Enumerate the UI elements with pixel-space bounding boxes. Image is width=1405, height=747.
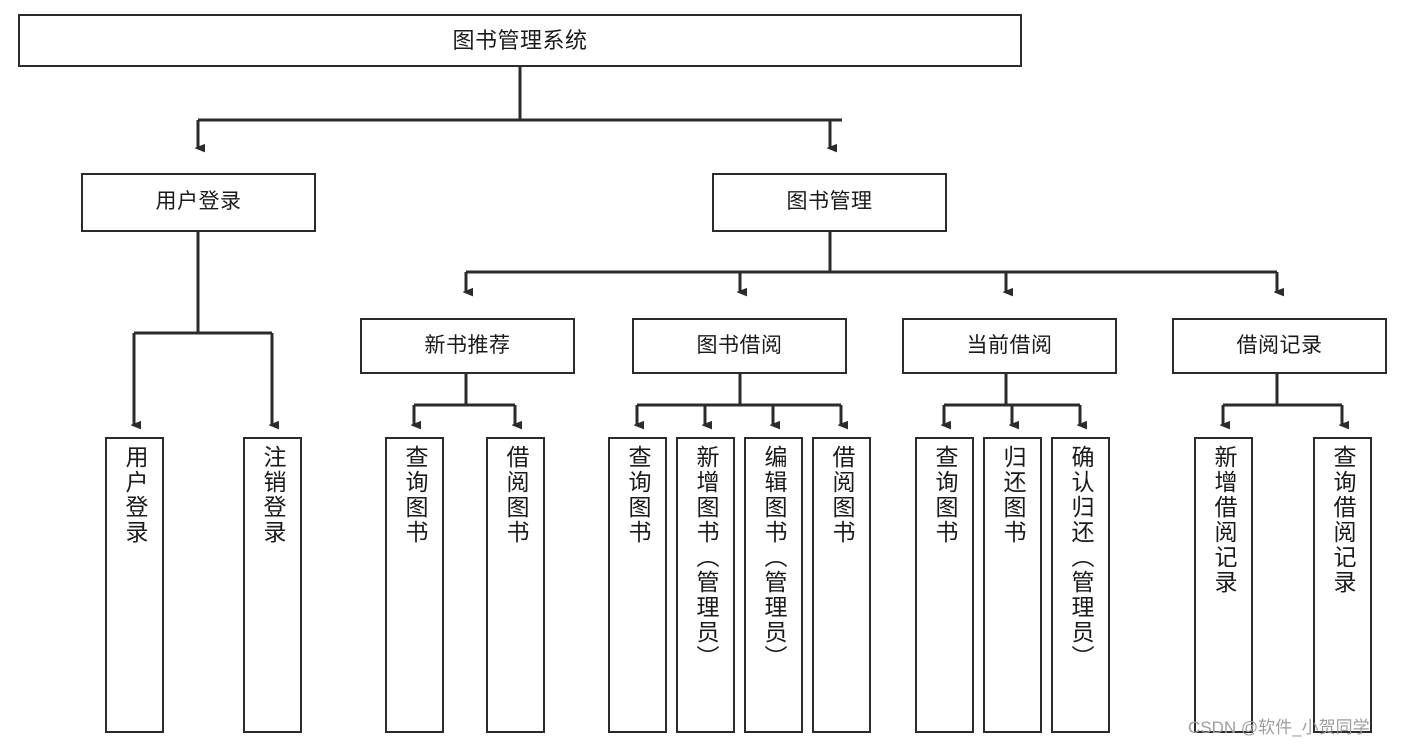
node-borrow-record[interactable]: 借阅记录 <box>1172 318 1387 374</box>
node-leaf-return-book[interactable]: 归还图书 <box>983 437 1042 733</box>
node-label: 借阅记录 <box>1236 333 1323 357</box>
node-label: 查询借阅记录 <box>1330 445 1356 595</box>
node-label: 查询图书 <box>625 445 651 545</box>
node-label: 用户登录 <box>155 190 242 214</box>
node-leaf-user-logout[interactable]: 注销登录 <box>243 437 302 733</box>
node-label: 查询图书 <box>402 445 428 545</box>
node-label: 图书借阅 <box>696 333 783 357</box>
node-label: 新增借阅记录 <box>1211 445 1237 595</box>
node-leaf-confirm-return[interactable]: 确认归还（管理员） <box>1051 437 1110 733</box>
node-label: 借阅图书 <box>829 445 855 545</box>
node-leaf-edit-book[interactable]: 编辑图书（管理员） <box>744 437 803 733</box>
node-leaf-user-login[interactable]: 用户登录 <box>105 437 164 733</box>
node-label: 新增图书（管理员） <box>693 445 719 670</box>
node-leaf-query-book-1[interactable]: 查询图书 <box>385 437 444 733</box>
node-user-login[interactable]: 用户登录 <box>81 173 316 232</box>
node-leaf-add-record[interactable]: 新增借阅记录 <box>1194 437 1253 733</box>
csdn-watermark: CSDN @软件_小贺同学 <box>1188 718 1370 737</box>
node-leaf-query-book-3[interactable]: 查询图书 <box>915 437 974 733</box>
node-new-book-recommend[interactable]: 新书推荐 <box>360 318 575 374</box>
node-label: 确认归还（管理员） <box>1068 445 1094 670</box>
node-leaf-add-book[interactable]: 新增图书（管理员） <box>676 437 735 733</box>
node-book-manage[interactable]: 图书管理 <box>712 173 947 232</box>
node-label: 新书推荐 <box>424 333 511 357</box>
node-leaf-borrow-book-1[interactable]: 借阅图书 <box>486 437 545 733</box>
node-label: 查询图书 <box>932 445 958 545</box>
node-label: 注销登录 <box>260 445 286 545</box>
node-label: 编辑图书（管理员） <box>761 445 787 670</box>
node-label: 图书管理系统 <box>452 27 588 53</box>
node-leaf-borrow-book-2[interactable]: 借阅图书 <box>812 437 871 733</box>
node-label: 归还图书 <box>1000 445 1026 545</box>
node-label: 图书管理 <box>786 190 873 214</box>
node-label: 借阅图书 <box>503 445 529 545</box>
node-label: 当前借阅 <box>966 333 1053 357</box>
node-root-book-management-system[interactable]: 图书管理系统 <box>18 14 1022 67</box>
node-leaf-query-book-2[interactable]: 查询图书 <box>608 437 667 733</box>
node-current-borrow[interactable]: 当前借阅 <box>902 318 1117 374</box>
node-book-borrow[interactable]: 图书借阅 <box>632 318 847 374</box>
node-leaf-query-record[interactable]: 查询借阅记录 <box>1313 437 1372 733</box>
node-label: 用户登录 <box>122 445 148 545</box>
